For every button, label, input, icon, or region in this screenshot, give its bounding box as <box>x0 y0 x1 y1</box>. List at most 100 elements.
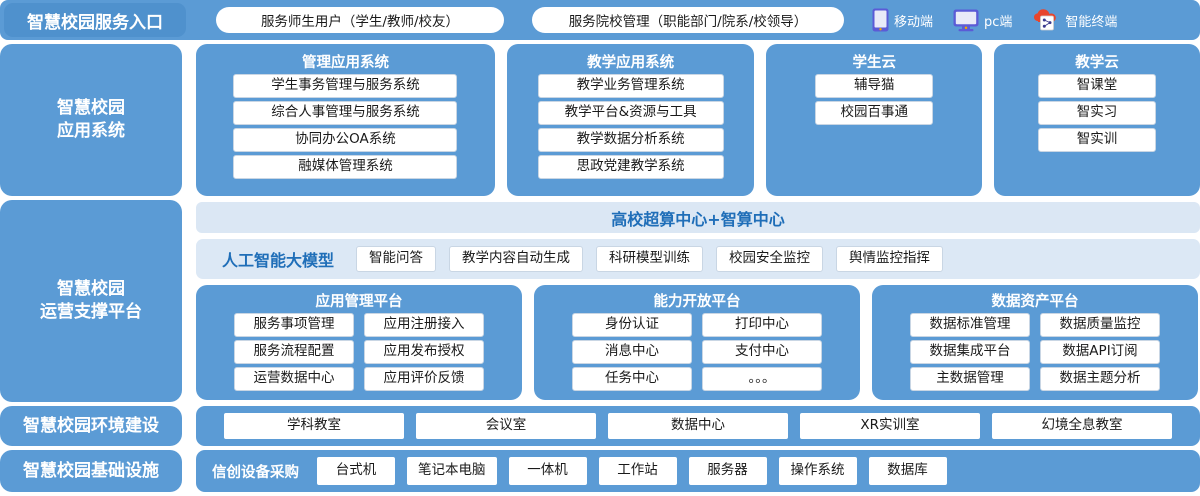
platform-item[interactable]: 打印中心 <box>702 313 822 337</box>
ai-model-items: 智能问答 教学内容自动生成 科研模型训练 校园安全监控 舆情监控指挥 <box>356 246 944 272</box>
app-item[interactable]: 教学数据分析系统 <box>537 128 724 152</box>
app-item[interactable]: 学生事务管理与服务系统 <box>233 74 458 98</box>
platform-item[interactable]: 数据质量监控 <box>1040 313 1160 337</box>
platform-card-data-asset-title: 数据资产平台 <box>991 294 1079 310</box>
app-item[interactable]: 智实习 <box>1038 101 1157 125</box>
infrastructure-item[interactable]: 台式机 <box>317 457 395 485</box>
platform-item[interactable]: 数据标准管理 <box>910 313 1030 337</box>
app-item[interactable]: 融媒体管理系统 <box>233 155 458 179</box>
app-item[interactable]: 辅导猫 <box>815 74 934 98</box>
app-card-teaching-cloud-items: 智课堂 智实习 智实训 <box>1038 74 1157 152</box>
app-item[interactable]: 协同办公OA系统 <box>233 128 458 152</box>
terminal-pc[interactable]: pc端 <box>953 8 1012 32</box>
top-service-entry-bar: 智慧校园服务入口 服务师生用户（学生/教师/校友） 服务院校管理（职能部门/院系… <box>0 0 1200 40</box>
sidebar-item-environment[interactable]: 智慧校园环境建设 <box>0 406 182 446</box>
infrastructure-item[interactable]: 服务器 <box>688 457 767 485</box>
infrastructure-item[interactable]: 工作站 <box>598 457 677 485</box>
sidebar-label-operation-platform: 智慧校园运营支撑平台 <box>40 279 142 322</box>
platform-item[interactable]: 服务流程配置 <box>234 340 354 364</box>
environment-item[interactable]: XR实训室 <box>800 413 980 439</box>
terminal-pc-label: pc端 <box>984 14 1013 30</box>
infrastructure-item[interactable]: 一体机 <box>508 457 587 485</box>
ai-model-row: 人工智能大模型 智能问答 教学内容自动生成 科研模型训练 校园安全监控 舆情监控… <box>196 239 1200 279</box>
platform-card-application-management-title: 应用管理平台 <box>315 294 403 310</box>
terminal-mobile-label: 移动端 <box>894 14 934 30</box>
platform-card-application-management: 应用管理平台 服务事项管理 服务流程配置 运营数据中心 应用注册接入 应用发布授… <box>196 285 522 400</box>
service-pill-students-teachers[interactable]: 服务师生用户（学生/教师/校友） <box>216 7 504 33</box>
platform-item[interactable]: 应用评价反馈 <box>364 367 484 391</box>
app-card-teaching-cloud-title: 教学云 <box>1075 54 1119 71</box>
platform-item[interactable]: 运营数据中心 <box>234 367 354 391</box>
platform-item[interactable]: 数据集成平台 <box>910 340 1030 364</box>
platform-col-left: 服务事项管理 服务流程配置 运营数据中心 <box>234 313 354 391</box>
platform-col-right: 打印中心 支付中心 。。。 <box>702 313 822 391</box>
ai-model-item[interactable]: 校园安全监控 <box>716 246 824 272</box>
platform-card-data-asset: 数据资产平台 数据标准管理 数据集成平台 主数据管理 数据质量监控 数据API订… <box>872 285 1198 400</box>
platform-card-capability-open-items: 身份认证 消息中心 任务中心 打印中心 支付中心 。。。 <box>572 313 822 391</box>
sidebar-label-application-systems: 智慧校园应用系统 <box>57 98 125 141</box>
environment-item[interactable]: 数据中心 <box>608 413 788 439</box>
desktop-monitor-icon <box>953 8 979 32</box>
environment-item[interactable]: 会议室 <box>416 413 596 439</box>
terminal-mobile[interactable]: 移动端 <box>872 8 933 32</box>
platform-item[interactable]: 数据API订阅 <box>1040 340 1160 364</box>
diagram-content: 管理应用系统 学生事务管理与服务系统 综合人事管理与服务系统 协同办公OA系统 … <box>196 0 1200 496</box>
ai-model-item[interactable]: 智能问答 <box>356 246 437 272</box>
app-item[interactable]: 智实训 <box>1038 128 1157 152</box>
platform-item-more[interactable]: 。。。 <box>702 367 822 391</box>
ai-model-item[interactable]: 舆情监控指挥 <box>836 246 944 272</box>
app-card-management-title: 管理应用系统 <box>301 54 389 71</box>
hpc-banner: 高校超算中心+智算中心 <box>196 202 1200 233</box>
app-card-teaching: 教学应用系统 教学业务管理系统 教学平台&资源与工具 教学数据分析系统 思政党建… <box>506 44 755 196</box>
platform-item[interactable]: 任务中心 <box>572 367 692 391</box>
entry-tag-label: 智慧校园服务入口 <box>4 3 186 37</box>
app-item[interactable]: 教学平台&资源与工具 <box>537 101 724 125</box>
platform-item[interactable]: 应用注册接入 <box>364 313 484 337</box>
sidebar-item-application-systems[interactable]: 智慧校园应用系统 <box>0 44 182 196</box>
app-item[interactable]: 思政党建教学系统 <box>537 155 724 179</box>
ai-model-item[interactable]: 教学内容自动生成 <box>449 246 584 272</box>
platform-card-capability-open: 能力开放平台 身份认证 消息中心 任务中心 打印中心 支付中心 。。。 <box>534 285 860 400</box>
platform-item[interactable]: 应用发布授权 <box>364 340 484 364</box>
sidebar-item-infrastructure[interactable]: 智慧校园基础设施 <box>0 450 182 492</box>
platform-col-left: 数据标准管理 数据集成平台 主数据管理 <box>910 313 1030 391</box>
infrastructure-items: 台式机 笔记本电脑 一体机 工作站 服务器 操作系统 数据库 <box>317 457 947 485</box>
app-card-student-cloud: 学生云 辅导猫 校园百事通 <box>766 44 983 196</box>
mobile-phone-icon <box>872 8 889 32</box>
platform-item[interactable]: 数据主题分析 <box>1040 367 1160 391</box>
platform-col-right: 应用注册接入 应用发布授权 应用评价反馈 <box>364 313 484 391</box>
app-item[interactable]: 教学业务管理系统 <box>537 74 724 98</box>
platform-item[interactable]: 消息中心 <box>572 340 692 364</box>
platform-row: 应用管理平台 服务事项管理 服务流程配置 运营数据中心 应用注册接入 应用发布授… <box>196 285 1200 400</box>
environment-item[interactable]: 幻境全息教室 <box>992 413 1172 439</box>
app-card-management-items: 学生事务管理与服务系统 综合人事管理与服务系统 协同办公OA系统 融媒体管理系统 <box>233 74 458 179</box>
app-item[interactable]: 综合人事管理与服务系统 <box>233 101 458 125</box>
infrastructure-procurement-label: 信创设备采购 <box>212 464 299 481</box>
sidebar-item-operation-platform[interactable]: 智慧校园运营支撑平台 <box>0 200 182 402</box>
app-card-teaching-cloud: 教学云 智课堂 智实习 智实训 <box>994 44 1200 196</box>
platform-item[interactable]: 支付中心 <box>702 340 822 364</box>
app-item[interactable]: 智课堂 <box>1038 74 1157 98</box>
platform-item[interactable]: 服务事项管理 <box>234 313 354 337</box>
terminal-smart[interactable]: 智能终端 <box>1032 8 1117 32</box>
service-pill-school-management[interactable]: 服务院校管理（职能部门/院系/校领导） <box>532 7 844 33</box>
app-card-teaching-items: 教学业务管理系统 教学平台&资源与工具 教学数据分析系统 思政党建教学系统 <box>537 74 724 179</box>
platform-item[interactable]: 主数据管理 <box>910 367 1030 391</box>
platform-card-capability-open-title: 能力开放平台 <box>653 294 741 310</box>
platform-card-application-management-items: 服务事项管理 服务流程配置 运营数据中心 应用注册接入 应用发布授权 应用评价反… <box>234 313 484 391</box>
platform-col-left: 身份认证 消息中心 任务中心 <box>572 313 692 391</box>
terminal-smart-label: 智能终端 <box>1065 14 1118 30</box>
app-item[interactable]: 校园百事通 <box>815 101 934 125</box>
platform-item[interactable]: 身份认证 <box>572 313 692 337</box>
app-card-management: 管理应用系统 学生事务管理与服务系统 综合人事管理与服务系统 协同办公OA系统 … <box>196 44 495 196</box>
app-card-teaching-title: 教学应用系统 <box>587 54 675 71</box>
platform-card-data-asset-items: 数据标准管理 数据集成平台 主数据管理 数据质量监控 数据API订阅 数据主题分… <box>910 313 1160 391</box>
infrastructure-item[interactable]: 笔记本电脑 <box>407 457 497 485</box>
infrastructure-item[interactable]: 操作系统 <box>778 457 857 485</box>
ai-model-title: 人工智能大模型 <box>222 251 335 270</box>
infrastructure-item[interactable]: 数据库 <box>868 457 947 485</box>
environment-item[interactable]: 学科教室 <box>224 413 404 439</box>
ai-model-item[interactable]: 科研模型训练 <box>596 246 704 272</box>
platform-col-right: 数据质量监控 数据API订阅 数据主题分析 <box>1040 313 1160 391</box>
